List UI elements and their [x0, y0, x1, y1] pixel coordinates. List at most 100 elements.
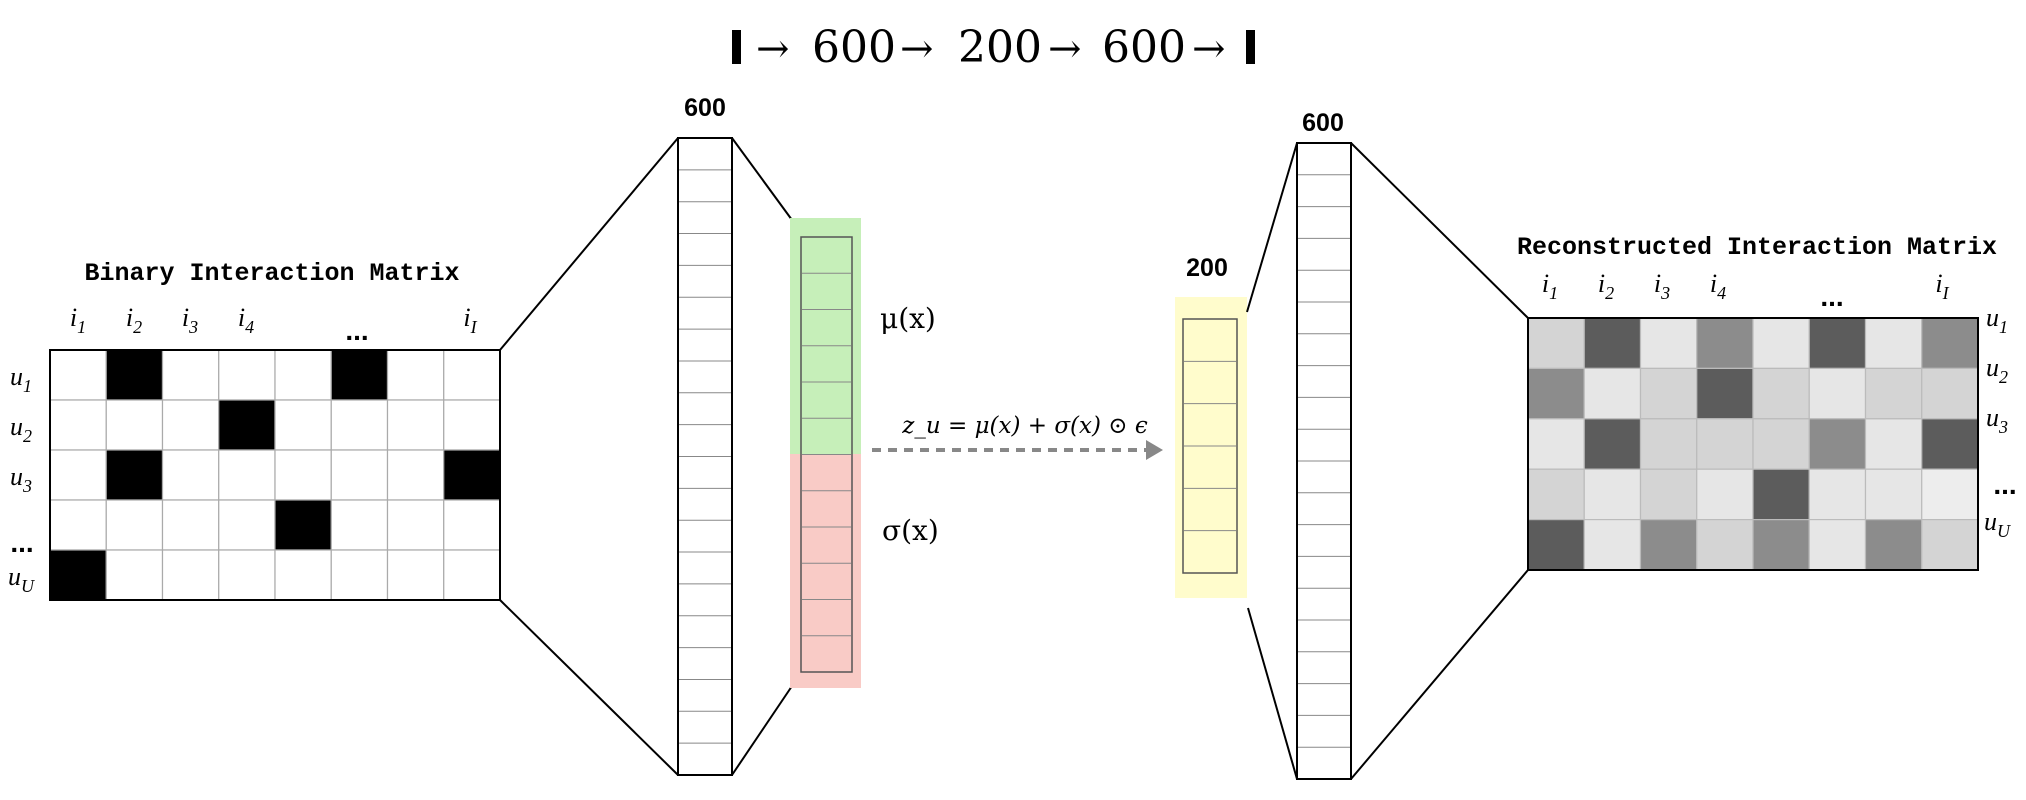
input-matrix-cell [161, 449, 220, 501]
output-matrix-cell [1808, 317, 1867, 370]
input-matrix-cell [443, 499, 501, 551]
output-item-label: i3 [1654, 269, 1670, 303]
input-matrix-cell [218, 349, 276, 401]
input-user-label: u3 [10, 462, 32, 496]
output-matrix-cell [1527, 317, 1585, 370]
output-matrix-cell [1752, 518, 1810, 571]
input-matrix-cell [386, 499, 445, 551]
output-matrix-cell [1921, 317, 1979, 370]
output-matrix-cell [1639, 317, 1698, 370]
output-matrix-cell [1752, 468, 1810, 521]
output-matrix-cell [1752, 418, 1810, 470]
input-matrix-cell [105, 449, 164, 501]
reparam-equation: z_u = μ(x) + σ(x) ⊙ ϵ [901, 413, 1148, 439]
architecture-title: → 600 → 200 → 600 → [732, 22, 1255, 73]
input-row-ellipsis: ... [10, 527, 33, 558]
output-matrix-cell [1583, 317, 1642, 370]
encoder-layer: 600 [677, 94, 733, 776]
input-matrix-cell [218, 449, 276, 501]
output-matrix-cell [1752, 367, 1810, 420]
input-matrix-cell [330, 499, 389, 551]
output-matrix-cell [1864, 367, 1923, 420]
output-item-label: iI [1935, 269, 1949, 303]
sigma-label: σ(x) [882, 514, 939, 547]
output-matrix-cell [1752, 317, 1810, 370]
reparameterization: z_u = μ(x) + σ(x) ⊙ ϵ [872, 413, 1163, 460]
output-matrix-cell [1921, 367, 1979, 420]
input-matrix-cells [49, 349, 501, 601]
output-row-ellipsis: ... [1993, 469, 2016, 500]
input-matrix-cell [218, 399, 276, 451]
output-col-ellipsis: ... [1820, 281, 1843, 312]
output-matrix-cell [1527, 518, 1585, 571]
title-arrow: → [1048, 26, 1082, 72]
output-matrix-cell [1808, 518, 1867, 571]
output-item-label: i4 [1710, 269, 1726, 303]
output-matrix-cell [1696, 518, 1754, 571]
input-item-label: i1 [70, 303, 86, 337]
latent-size-label: 200 [1186, 254, 1228, 282]
input-matrix-border [49, 349, 501, 601]
input-matrix-cell [161, 399, 220, 451]
title-output-bar [1246, 30, 1255, 64]
encoder-layer-units [679, 169, 731, 744]
output-matrix-cell [1639, 468, 1698, 521]
input-matrix-cell [218, 549, 276, 601]
encoder-size-label: 600 [684, 94, 726, 122]
output-matrix-cell [1808, 468, 1867, 521]
output-user-label: u3 [1986, 403, 2008, 437]
output-matrix-cell [1864, 418, 1923, 470]
output-matrix-cell [1583, 418, 1642, 470]
title-arrow: → [756, 26, 790, 72]
input-matrix-cell [105, 499, 164, 551]
mu-label: μ(x) [880, 302, 936, 335]
input-matrix-cell [161, 549, 220, 601]
output-item-label: i2 [1598, 269, 1614, 303]
latent-block [1175, 297, 1247, 598]
output-matrix-cell [1864, 468, 1923, 521]
param-units [802, 272, 851, 637]
output-user-label: uU [1984, 507, 2011, 541]
input-matrix-cell [274, 499, 332, 551]
title-size-1: 600 [812, 22, 896, 73]
input-matrix-cell [218, 499, 276, 551]
input-matrix-cell [274, 349, 332, 401]
input-matrix-cell [161, 499, 220, 551]
latent-decoder-connectors [1246, 142, 1298, 780]
input-matrix-cell [105, 549, 164, 601]
decoder-layer: 600 [1296, 109, 1352, 780]
output-matrix-cells [1527, 317, 1979, 571]
input-matrix-cell [274, 399, 332, 451]
input-matrix-cell [105, 399, 164, 451]
input-matrix-cell [330, 349, 389, 401]
input-matrix-cell [330, 449, 389, 501]
input-matrix-cell [386, 399, 445, 451]
input-matrix-cell [49, 399, 107, 451]
decoder-size-label: 600 [1302, 109, 1344, 137]
input-matrix-cell [49, 449, 107, 501]
title-arrow: → [1192, 26, 1226, 72]
input-matrix-cell [386, 449, 445, 501]
output-user-label: u1 [1986, 303, 2008, 337]
output-matrix-cell [1921, 468, 1979, 521]
output-matrix-cell [1808, 367, 1867, 420]
output-item-label: i1 [1542, 269, 1558, 303]
input-matrix-cell [330, 399, 389, 451]
title-size-3: 600 [1102, 22, 1186, 73]
latent-units [1184, 360, 1236, 532]
input-matrix-cell [386, 549, 445, 601]
output-matrix-cell [1921, 418, 1979, 470]
input-item-label: iI [463, 303, 477, 337]
input-user-label: u1 [10, 362, 32, 396]
input-matrix-cell [49, 349, 107, 401]
input-matrix-cell [49, 549, 107, 601]
output-matrix-cell [1696, 418, 1754, 470]
input-user-label: u2 [10, 412, 32, 446]
input-encoder-connectors [499, 137, 679, 776]
input-matrix-cell [386, 349, 445, 401]
